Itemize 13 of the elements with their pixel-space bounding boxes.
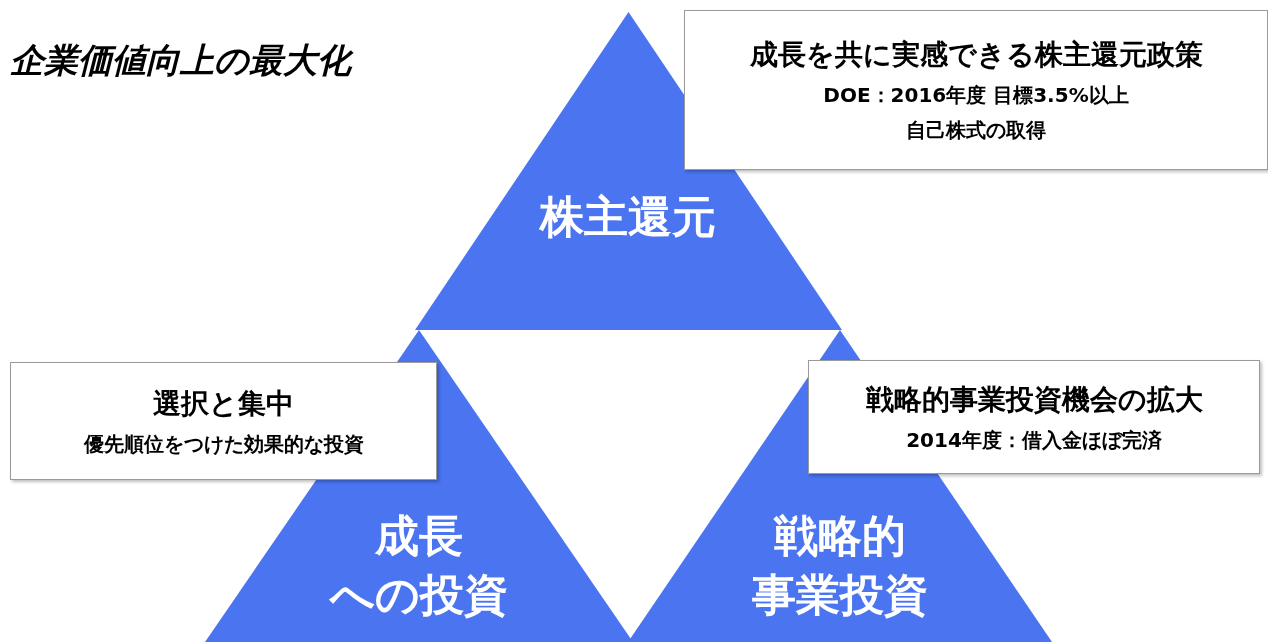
callout-card bbox=[10, 362, 437, 480]
callout-heading: 成長を共に実感できる株主還元政策 bbox=[749, 37, 1203, 73]
callout-heading: 選択と集中 bbox=[153, 385, 294, 422]
callout-card bbox=[684, 10, 1268, 170]
callout-heading: 戦略的事業投資機会の拡大 bbox=[865, 381, 1203, 418]
callout-text: 2014年度：借入金ほぼ完済 bbox=[906, 426, 1162, 454]
callout-card bbox=[808, 360, 1260, 474]
callout-text: DOE：2016年度 目標3.5%以上 bbox=[823, 82, 1129, 109]
triangle-label: 成長への投資 bbox=[330, 508, 508, 622]
triangle-label: 戦略的事業投資 bbox=[752, 508, 928, 622]
callout-text: 優先順位をつけた効果的な投資 bbox=[83, 430, 364, 458]
callout-text: 自己株式の取得 bbox=[906, 117, 1046, 144]
triangle-label: 株主還元 bbox=[540, 190, 716, 245]
